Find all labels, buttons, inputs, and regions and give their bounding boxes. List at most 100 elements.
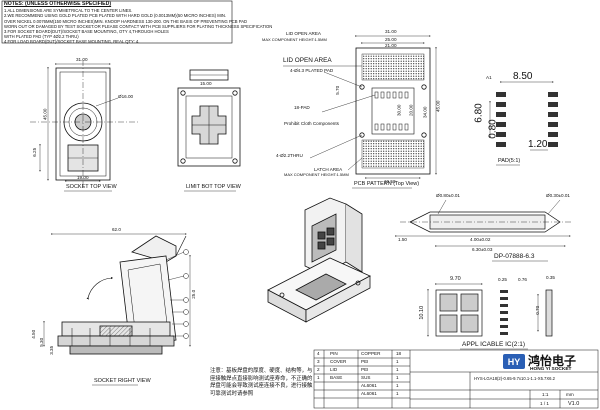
pad-view [489,81,558,151]
pad-label: PAD(5:1) [498,158,521,164]
dim-label: 19.50 [384,179,396,184]
scale-value: 1:1 [542,392,549,397]
version-value: V1.0 [568,401,580,407]
max-height-callout-2: MAX COMPONENT HEIGHT:1.5MM [284,172,349,177]
dim-label: 0.70 [535,305,541,315]
svg-text:HY: HY [508,357,521,367]
note-line: OVER NICKEL 0.0076MM(150 MICRO INCHES)MI… [4,18,248,24]
dim-label: 1.50 [398,237,407,242]
dim-label: 1.20 [528,139,548,150]
socket-right-view-label: SOCKET RIGHT VIEW [94,378,151,384]
dim-label: 20.00 [408,104,414,117]
bom-qty: 1 [396,359,399,364]
cn-note: 注意：基板焊盘的厚度、硬度、结构等，与座接触焊点直接影响测试座寿命，不正确的焊盘… [210,368,313,397]
dim-label: 6.25 [32,147,38,157]
thru-hole-callout: 4-Ø2.2THRU [276,153,303,158]
company-logo-en: HONG YI SOCKET [530,367,572,372]
dim-label: 3.35 [49,345,55,355]
bom-name: COVER [330,359,347,364]
bom-no: 3 [317,359,320,364]
note-line: WORN OUT OR DAMAGED BY TEST SOCKET.OR PL… [4,23,273,29]
bom-qty: 1 [396,375,399,380]
pad-count-callout: 18-PAD [294,105,310,110]
dim-label: 0.35 [546,275,555,280]
bom-qty: 18 [396,351,402,356]
dim-label: 9.70 [450,276,461,282]
lid-open-area-callout-2: LID OPEN AREA [283,57,332,64]
bom-no: 2 [317,367,320,372]
bom-name: BASE [330,375,343,380]
dim-label: 0.80 [487,119,499,139]
socket-top-view-label: SOCKET TOP VIEW [66,184,117,190]
pcb-pattern-label: PCB PATTERN (Top View) [354,181,420,187]
part-number: HYS-LGA18(2)-0.65-9.7x10.1-1.1-X5.7X6.2 [474,376,556,381]
dim-label: Ø16.00 [118,94,134,99]
limit-bot-view-label: LIMIT BOT TOP VIEW [186,184,241,190]
logo-mark: HY [503,354,525,369]
dim-label: 45.00 [435,100,441,113]
notes-title: NOTES: (UNLESS OTHERWISE SPECIFIED) [4,1,112,7]
plated-pad-callout: 4-Ø4.3 PLATED PAD [290,68,334,73]
socket-top-view [30,60,138,186]
dim-label: 5.30 [39,337,45,347]
applicable-ic-label: APPL ICABLE IC(2:1) [462,341,525,348]
dim-label: 34.00 [422,106,428,119]
latch-area-callout: LATCH AREA [314,167,343,172]
bom-name: LID [330,367,338,372]
dim-label: Ø0.80±0.01 [436,193,460,198]
dim-label: 4.00±0.02 [470,237,491,242]
dim-label: 0.76 [518,277,527,282]
dim-label: 0.25 [498,277,507,282]
bom-mat: COPPER [361,351,381,356]
dim-label: Ø0.30±0.01 [546,193,570,198]
bom-qty: 1 [396,383,399,388]
limit-bot-top-view [177,69,241,167]
socket-iso-view [267,197,371,323]
socket-right-view [43,233,191,355]
max-height-callout: MAX COMPONENT HEIGHT:1.5MM [262,37,327,42]
applicable-ic-view [427,283,553,337]
dim-label: 45.00 [42,108,48,121]
bom-mat: PEI [361,359,369,364]
bom-no: 4 [317,351,320,356]
dim-label: 6.80 [473,103,485,123]
dim-label: 25.00 [385,37,397,42]
dim-label: 31.00 [76,57,88,62]
bom-mat: PEI [361,367,369,372]
dim-label: 25.0 [191,289,197,299]
note-line: 4.FOR LOAD BOARD(DUT)/SOCKET BASE MOUNTI… [4,39,140,45]
dim-label: 6.30±0.03 [472,247,493,252]
note-line: 2.WE RECOMMEND USING GOLD PLATED PCB PLA… [4,13,227,19]
note-line: WITH PLATED PAD (TYP 4Ø2.2 THRU) [4,34,79,40]
title-block [313,349,599,409]
dim-label: 4.50 [31,329,37,339]
dim-label: 62.0 [112,227,121,232]
pin-dp-view [395,199,572,247]
prohibit-callout: Prohibit Cloth Components [284,121,339,126]
dim-label: 21.00 [385,43,397,48]
lid-open-area-callout: LID OPEN AREA [286,31,321,36]
bom-no: 1 [317,375,320,380]
bom-name: PIN [330,351,338,356]
bom-mat: AL6061 [361,391,377,396]
dim-label: 8.50 [513,71,533,82]
bom-qty: 1 [396,367,399,372]
dim-label: 30.00 [396,104,402,117]
sheet-value: 1 / 1 [540,401,549,406]
dp-label: DP-07888-6.3 [494,253,535,260]
dim-label: 19.00 [77,175,89,180]
dim-label: A1 [486,75,492,80]
bom-mat: SUS [361,375,371,380]
bom-qty: 1 [396,391,399,396]
bom-mat: AL6061 [361,383,377,388]
note-line: 3.FOR SOCKET BOARD(DUT)/SOCKET BASE MOUN… [4,29,169,35]
unit-value: mm [566,392,574,397]
dim-label: 31.00 [385,29,397,34]
company-logo-cn: 鸿怡电子 [528,354,577,368]
notes-box [1,0,233,44]
pcb-pattern-view [283,35,437,179]
dim-label: 10.10 [419,305,426,320]
notes-block: NOTES: (UNLESS OTHERWISE SPECIFIED) 1.AL… [4,1,273,45]
